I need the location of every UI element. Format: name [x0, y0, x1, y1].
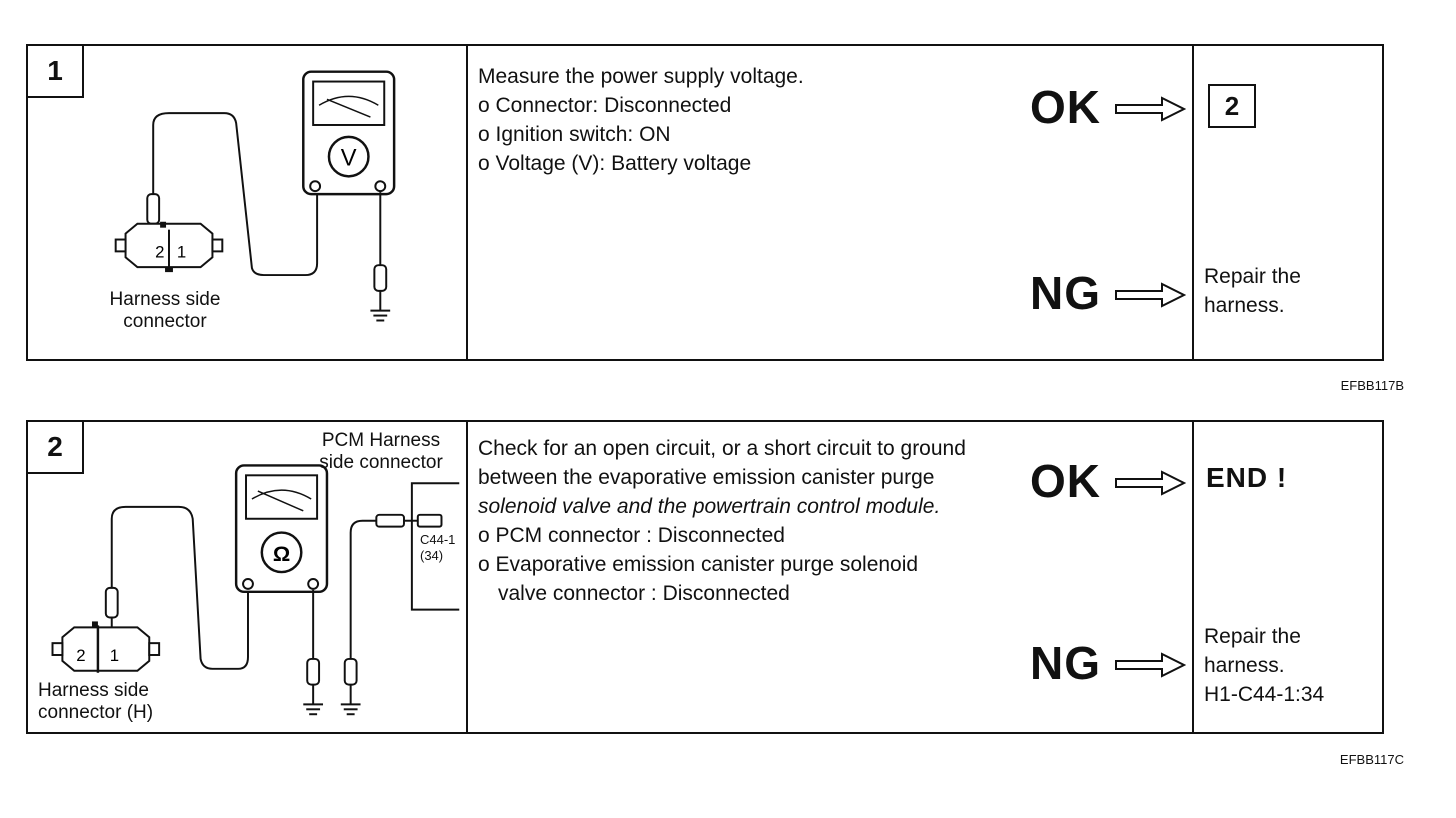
ng-result: Repair the harness. H1-C44-1:34 — [1204, 625, 1325, 706]
pcm-connector-label: PCM Harness side connector — [319, 430, 443, 473]
figure-code: EFBB117B — [1340, 378, 1404, 393]
pin-1-label: 1 — [110, 646, 119, 665]
right-arrow-icon — [1115, 652, 1186, 678]
meter-symbol: V — [341, 145, 357, 171]
ground-icon — [370, 309, 391, 322]
step-description: Measure the power supply voltage. o Conn… — [478, 65, 804, 175]
ground-icon — [340, 703, 361, 716]
step-description: Check for an open circuit, or a short ci… — [478, 437, 966, 605]
column-divider — [466, 422, 468, 732]
step-1-panel: 1 2 1 V — [26, 44, 1384, 361]
meter-symbol: Ω — [273, 541, 290, 566]
ng-result: Repair the harness. — [1204, 265, 1301, 317]
ng-label: NG — [1030, 637, 1101, 689]
right-arrow-icon — [1115, 96, 1186, 122]
pin-2-label: 2 — [76, 646, 85, 665]
right-arrow-icon — [1115, 470, 1186, 496]
pin-1-label: 1 — [177, 242, 186, 261]
ng-label: NG — [1030, 267, 1101, 319]
step-number: 2 — [28, 422, 84, 474]
pcm-pin-label: C44-1 (34) — [420, 532, 456, 563]
ok-label: OK — [1030, 455, 1101, 507]
step-number: 1 — [28, 46, 84, 98]
harness-connector-icon: 2 1 — [51, 621, 161, 673]
next-step-box: 2 — [1208, 84, 1256, 128]
connector-label: Harness side connector (H) — [38, 680, 154, 723]
ground-icon — [303, 703, 324, 716]
end-result: END ! — [1206, 462, 1288, 493]
figure-code: EFBB117C — [1339, 752, 1404, 767]
pcm-connector-icon — [410, 482, 460, 611]
connector-label: Harness side connector — [109, 289, 221, 332]
right-arrow-icon — [1115, 282, 1186, 308]
ohmmeter-test-diagram: 2 1 Ω — [51, 464, 460, 716]
harness-connector-icon: 2 1 — [114, 221, 224, 273]
ok-label: OK — [1030, 81, 1101, 133]
voltmeter-test-diagram: 2 1 V — [114, 70, 396, 322]
column-divider — [466, 46, 468, 359]
pin-2-label: 2 — [155, 242, 164, 261]
step-2-panel: 2 2 1 Ω — [26, 420, 1384, 734]
column-divider — [1192, 422, 1194, 732]
voltmeter-icon: V — [302, 70, 396, 196]
column-divider — [1192, 46, 1194, 359]
ohmmeter-icon: Ω — [234, 464, 329, 594]
